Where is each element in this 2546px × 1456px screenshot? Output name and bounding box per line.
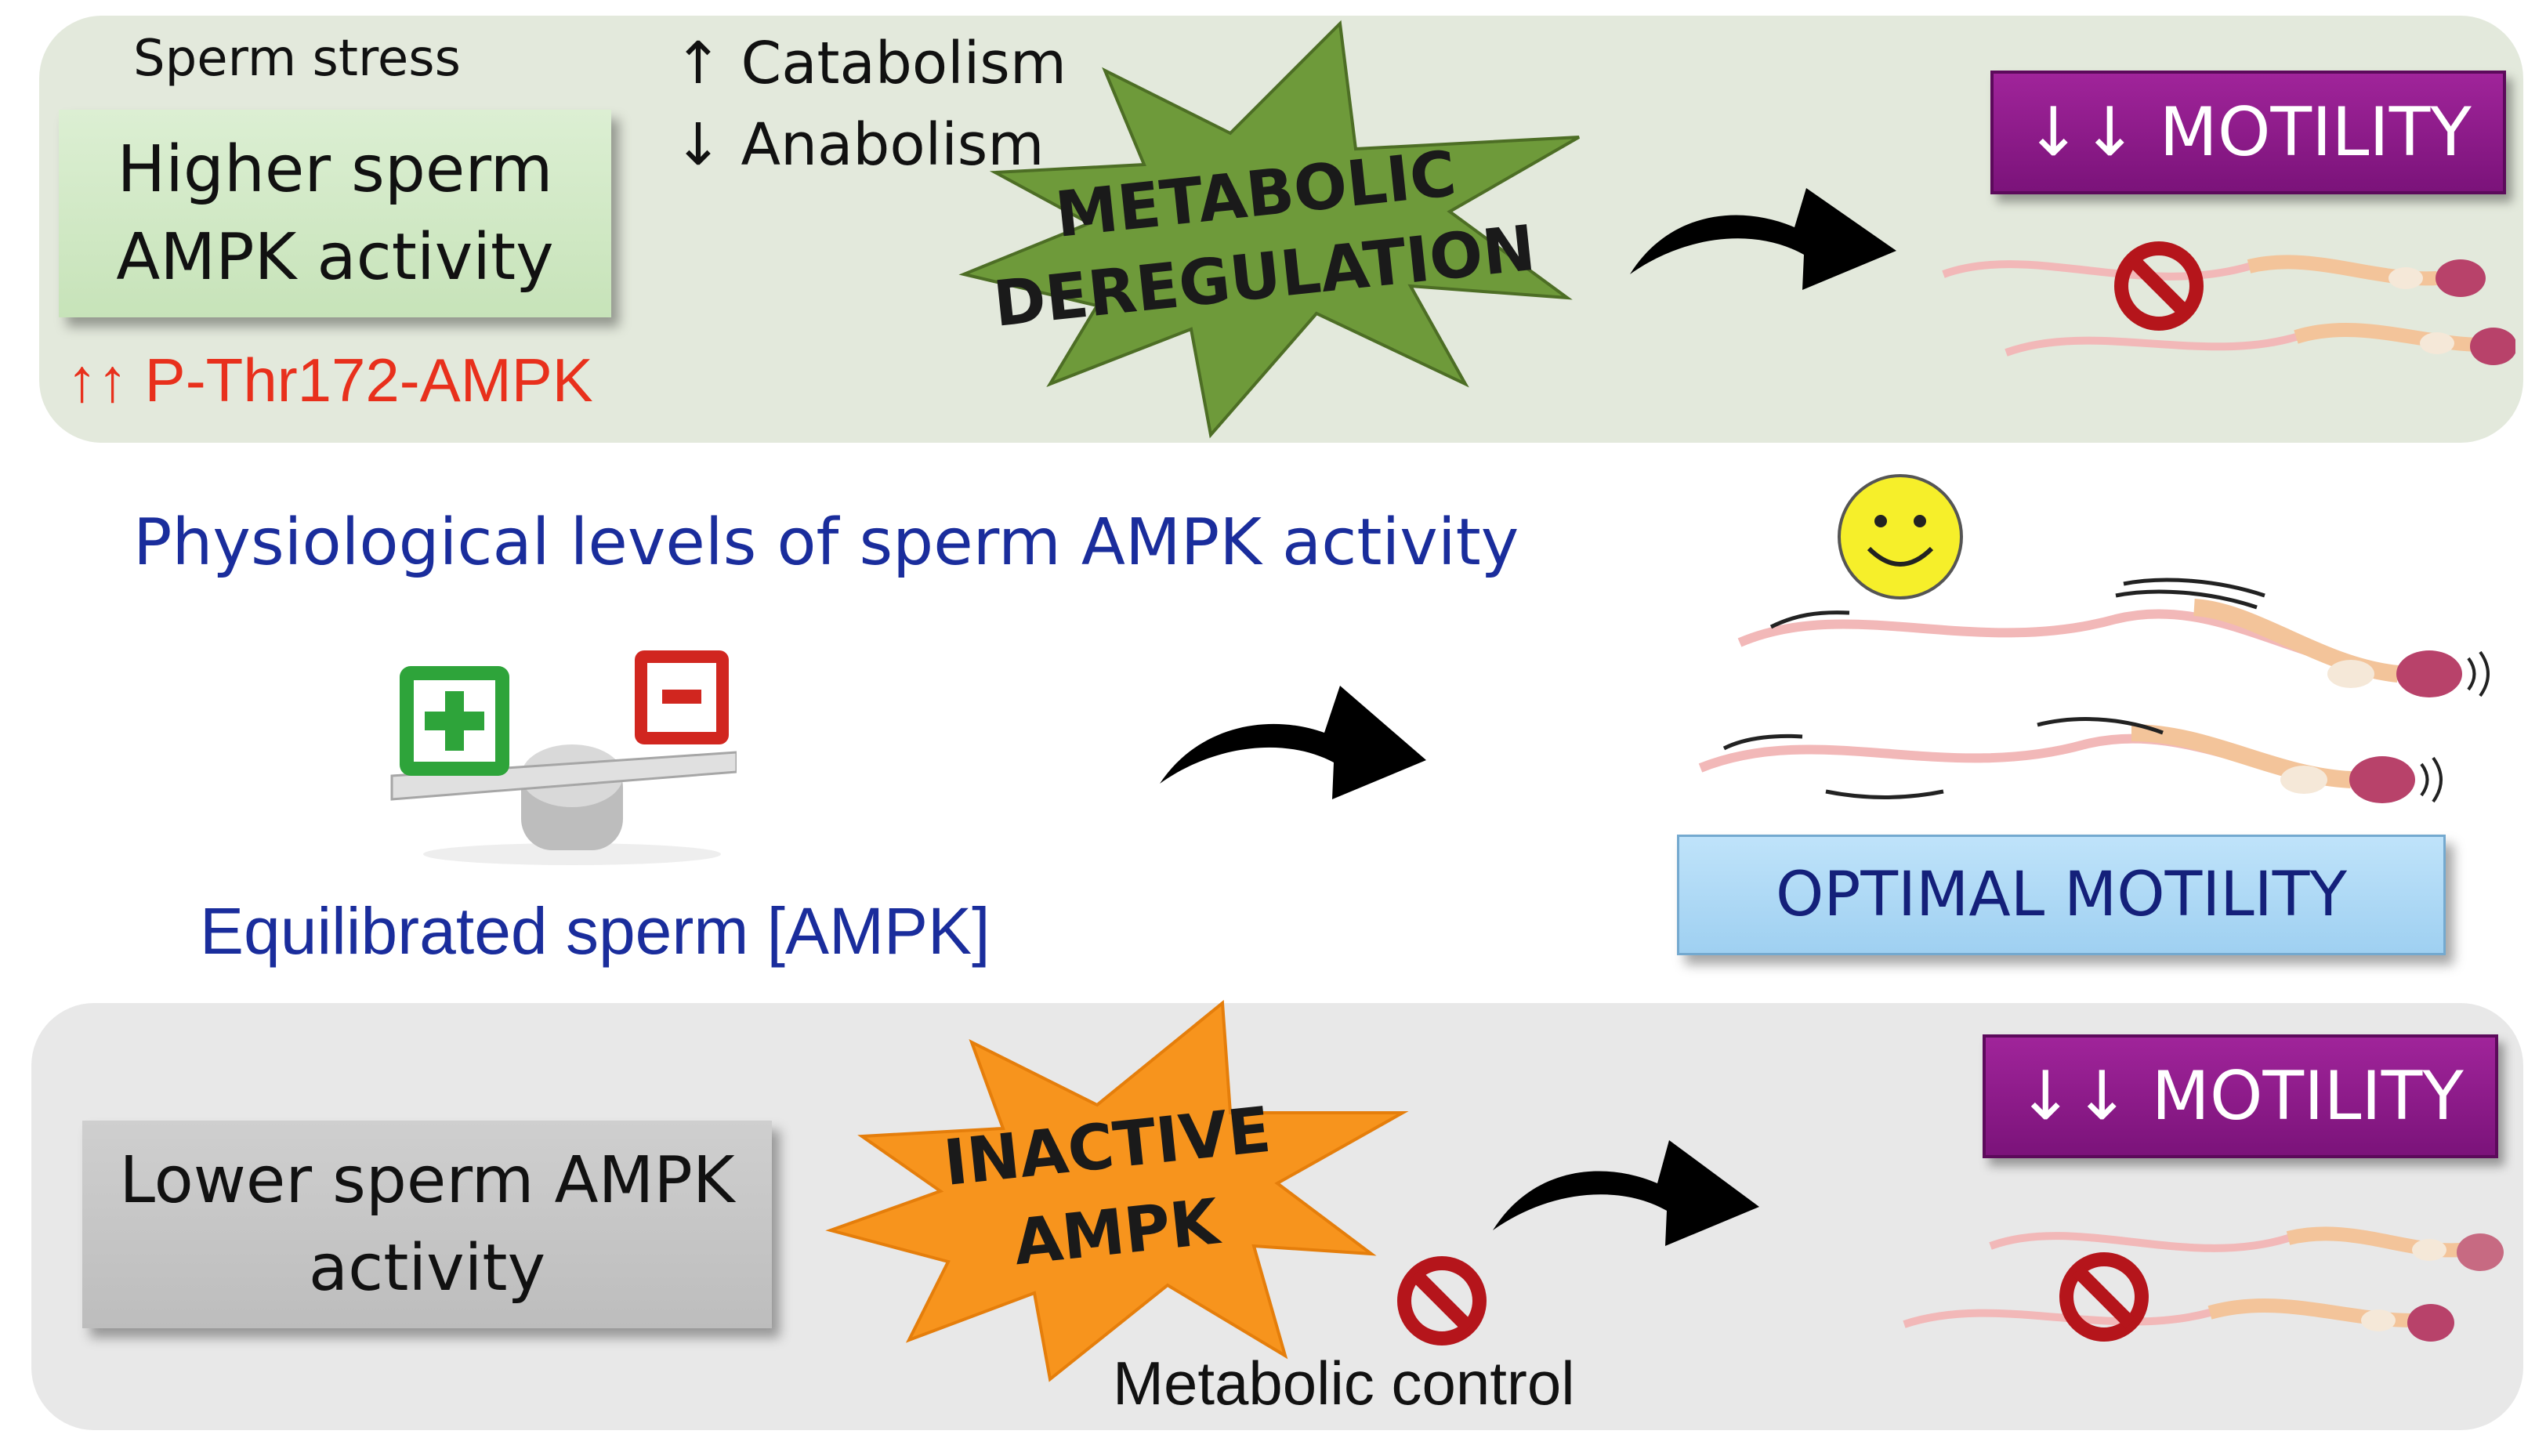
physiological-levels-label: Physiological levels of sperm AMPK activ…: [133, 505, 1519, 580]
optimal-motility-box: OPTIMAL MOTILITY: [1677, 835, 2446, 955]
plus-block-icon: [400, 666, 509, 776]
curved-arrow-icon: [1493, 1140, 1759, 1246]
equilibrated-label: Equilibrated sperm [AMPK]: [200, 894, 991, 968]
no-symbol-icon: [2059, 1252, 2149, 1342]
metabolic-deregulation-burst: METABOLIC DEREGULATION: [958, 20, 1580, 439]
balance-icon: [390, 650, 737, 865]
higher-ampk-box: Higher sperm AMPK activity: [59, 110, 611, 317]
lower-ampk-box: Lower sperm AMPK activity: [82, 1121, 772, 1328]
curved-arrow-icon: [1630, 188, 1896, 290]
sperm-icon: [1942, 255, 2515, 365]
reduced-motility-top: ↓↓ MOTILITY: [1990, 71, 2506, 194]
lower-ampk-line1: Lower sperm AMPK: [119, 1143, 735, 1218]
anabolism-label: ↓ Anabolism: [674, 111, 1045, 179]
smiley-icon: [1838, 474, 1963, 599]
no-symbol-icon: [2114, 241, 2204, 331]
minus-block-icon: [635, 650, 729, 744]
inactive-ampk-burst: INACTIVE AMPK: [825, 1000, 1409, 1382]
sperm-icon: [1698, 578, 2490, 803]
no-symbol-icon: [1397, 1256, 1487, 1346]
curved-arrow-icon: [1160, 686, 1426, 799]
metabolic-control-label: Metabolic control: [1113, 1349, 1575, 1418]
lower-ampk-line2: activity: [308, 1230, 546, 1306]
higher-ampk-line1: Higher sperm: [117, 132, 553, 207]
reduced-motility-bottom: ↓↓ MOTILITY: [1983, 1034, 2498, 1158]
sperm-icon: [1903, 1226, 2504, 1342]
catabolism-label: ↑ Catabolism: [674, 30, 1067, 97]
sperm-stress-label: Sperm stress: [133, 30, 461, 88]
higher-ampk-line2: AMPK activity: [116, 219, 554, 295]
phospho-ampk-label: ↑↑ P-Thr172-AMPK: [67, 346, 593, 415]
